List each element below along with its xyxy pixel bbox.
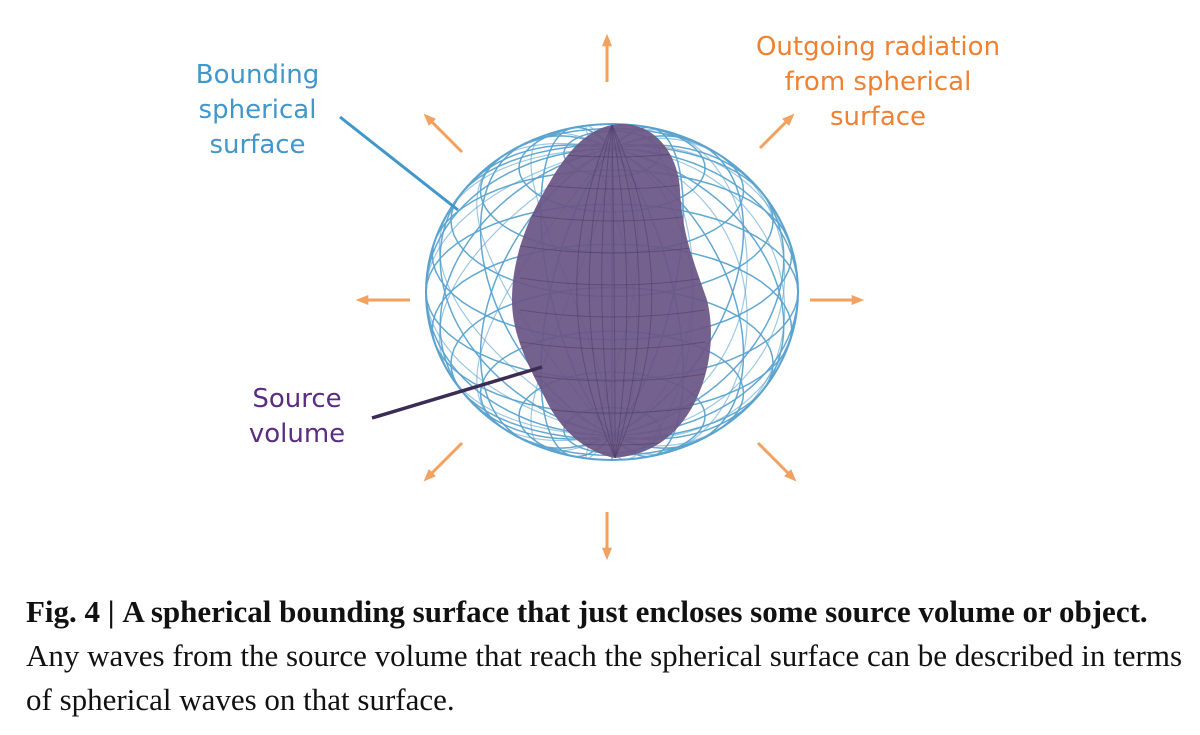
radiation-arrow [756, 441, 797, 482]
bounding-label-line-1: Bounding [195, 60, 320, 90]
outgoing-label-line-2: from spherical [784, 67, 972, 97]
source-grid-line [519, 373, 706, 382]
source-grid-line [519, 245, 706, 254]
sphere-mesh-diagonal [438, 148, 613, 436]
outgoing-radiation-arrows [355, 33, 865, 561]
bounding-surface-label: Bounding spherical surface [160, 58, 355, 163]
figure-number: Fig. 4 | [26, 594, 115, 629]
source-volume-shape [512, 124, 711, 458]
outgoing-label-line-1: Outgoing radiation [755, 32, 1001, 62]
bounding-label-line-2: spherical [198, 95, 317, 125]
source-grid-line [611, 124, 616, 458]
sphere-outline [425, 123, 799, 461]
figure-title: A spherical bounding surface that just e… [122, 594, 1148, 629]
source-volume-leader-line [371, 365, 543, 420]
source-grid-line [576, 124, 616, 458]
outgoing-radiation-leader-arrow [758, 113, 795, 150]
bounding-label-line-3: surface [209, 130, 306, 160]
sphere-mesh-diagonal [611, 137, 786, 436]
outgoing-label-line-3: surface [829, 102, 927, 132]
figure-caption: Fig. 4 | A spherical bounding surface th… [26, 590, 1186, 722]
bounding-surface-leader-line [339, 115, 459, 212]
bounding-sphere-diagram [339, 33, 865, 561]
source-label-line-1: Source [252, 384, 342, 414]
source-label-line-2: volume [248, 419, 346, 449]
source-grid-line [519, 341, 706, 350]
source-grid-line [519, 309, 706, 318]
source-grid-line [611, 124, 653, 458]
source-volume-label: Source volume [222, 382, 372, 452]
source-grid-line [601, 124, 616, 458]
source-grid-line [611, 124, 640, 458]
source-grid-line [588, 124, 616, 458]
source-grid-line [519, 277, 706, 286]
sphere-mesh-diagonal [611, 148, 786, 447]
radiation-arrow [423, 441, 464, 482]
outgoing-radiation-label: Outgoing radiation from spherical surfac… [718, 30, 1038, 135]
figure-description: Any waves from the source volume that re… [26, 638, 1183, 717]
source-grid-line [611, 124, 628, 458]
sphere-mesh-diagonal [438, 148, 613, 436]
radiation-arrow [423, 113, 464, 154]
